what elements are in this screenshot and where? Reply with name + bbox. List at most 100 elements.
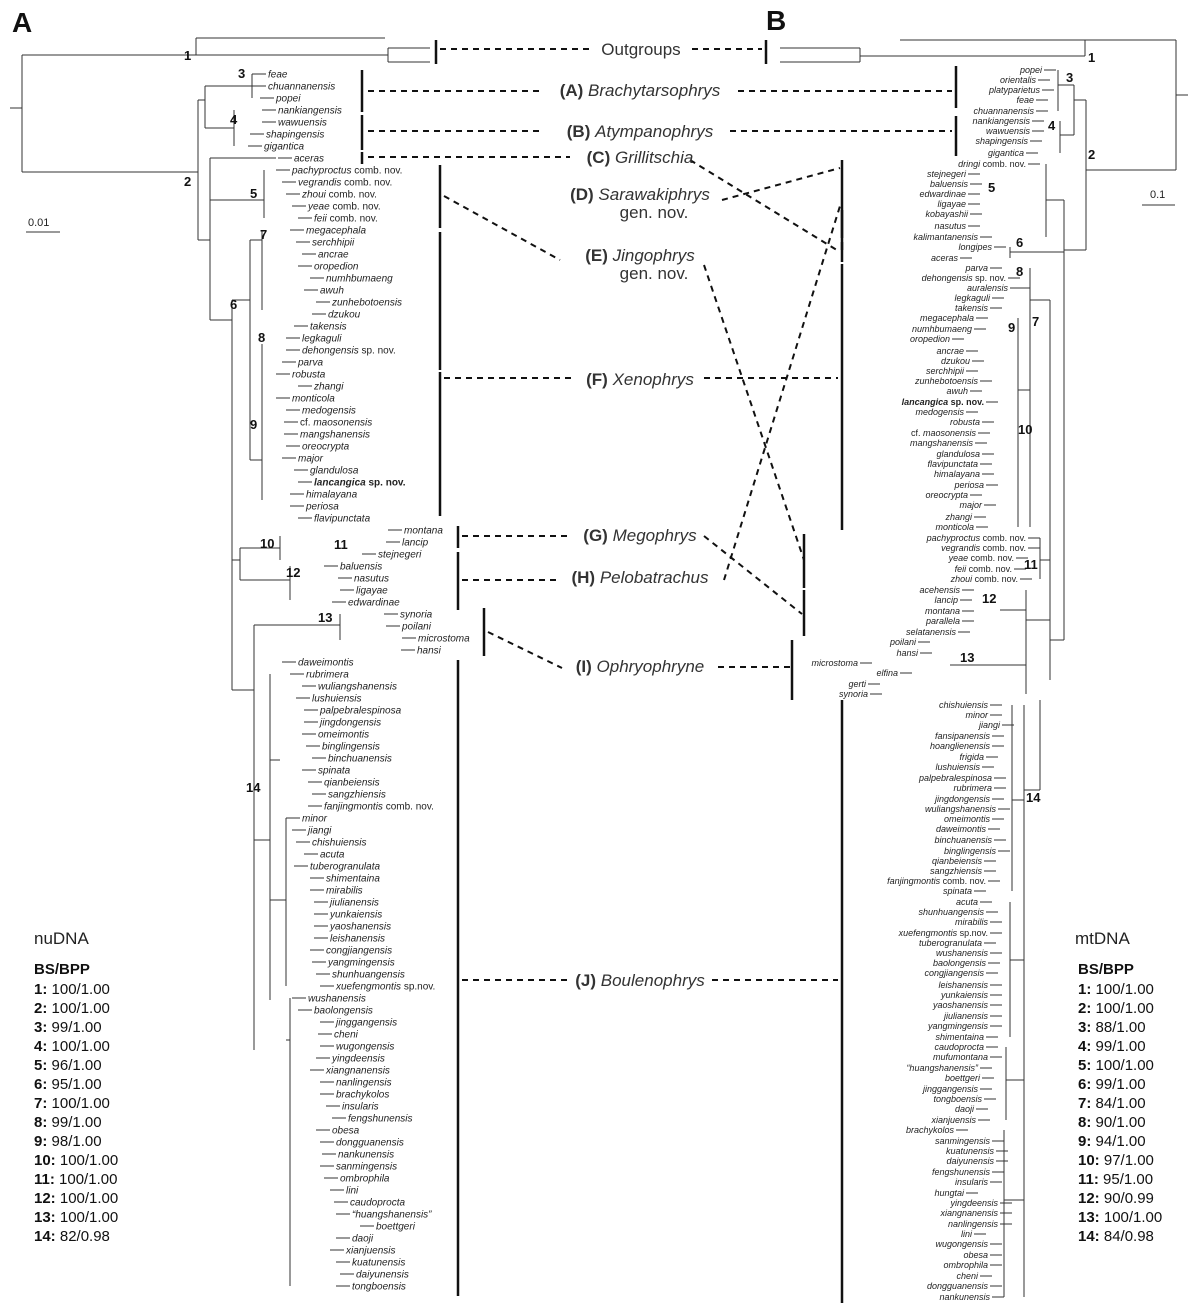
taxon-label: awuh <box>946 386 968 396</box>
taxon-label: shimentaina <box>935 1032 984 1042</box>
taxon-label: periosa <box>305 502 339 513</box>
taxon-label: acuta <box>320 850 345 861</box>
taxon-label: rubrimera <box>953 783 992 793</box>
taxon-label: yaoshanensis <box>932 1000 989 1010</box>
legend-row: 14: 84/0.98 <box>1078 1228 1154 1245</box>
taxon-label: yangmingensis <box>327 958 395 969</box>
taxon-label: vegrandis comb. nov. <box>298 178 392 189</box>
taxon-label: palpebralespinosa <box>918 773 992 783</box>
taxon-label: megacephala <box>306 226 366 237</box>
clade-label: (G) Megophrys <box>583 526 697 545</box>
taxon-label: wugongensis <box>935 1239 988 1249</box>
legend-value: 98/1.00 <box>47 1133 101 1150</box>
legend-value: 100/1.00 <box>1091 1057 1154 1074</box>
legend-row: 10: 97/1.00 <box>1078 1152 1154 1169</box>
taxon-label: himalayana <box>306 490 358 501</box>
legend-left-header: BS/BPP <box>34 961 90 978</box>
taxon-label: yeae comb. nov. <box>307 202 381 213</box>
legend-value: 94/1.00 <box>1091 1133 1145 1150</box>
legend-row: 2: 100/1.00 <box>1078 1000 1154 1017</box>
taxon-label: xuefengmontis sp.nov. <box>898 928 988 938</box>
taxon-label: parva <box>297 358 323 369</box>
legend-row: 4: 100/1.00 <box>34 1038 110 1055</box>
node-label: 7 <box>1032 314 1039 329</box>
taxon-label: lushuiensis <box>312 694 361 705</box>
taxon-label: hansi <box>896 648 919 658</box>
taxon-label: nasutus <box>934 221 966 231</box>
taxon-label: sangzhiensis <box>328 790 386 801</box>
taxon-label: hansi <box>417 646 442 657</box>
taxon-label: fansipanensis <box>935 731 991 741</box>
node-label: 12 <box>286 565 300 580</box>
taxon-label: synoria <box>839 689 868 699</box>
clade-sublabel: gen. nov. <box>620 203 689 222</box>
taxon-label: sanmingensis <box>336 1162 397 1173</box>
taxon-label: zhoui comb. nov. <box>950 574 1018 584</box>
taxon-label: auralensis <box>967 283 1009 293</box>
taxon-label: feae <box>1016 95 1034 105</box>
node-label: 8 <box>258 330 265 345</box>
node-label: 4 <box>1048 118 1056 133</box>
legend-right-title: mtDNA <box>1075 929 1130 948</box>
taxon-label: monticola <box>935 522 974 532</box>
clade-name: Ophryophryne <box>597 657 705 676</box>
legend-value: 99/1.00 <box>47 1019 101 1036</box>
clade-name: Sarawakiphrys <box>598 185 710 204</box>
legend-value: 84/1.00 <box>1091 1095 1145 1112</box>
legend-row: 1: 100/1.00 <box>1078 981 1154 998</box>
taxon-label: chuannanensis <box>973 106 1034 116</box>
node-label: 12 <box>982 591 996 606</box>
connector-line <box>723 205 841 581</box>
taxon-label: mufumontana <box>933 1052 988 1062</box>
node-label: 11 <box>334 537 348 552</box>
legend-node: 10: <box>1078 1152 1100 1169</box>
taxon-label: shunhuangensis <box>918 907 984 917</box>
taxon-label: cf. maosonensis <box>911 428 977 438</box>
taxon-label: qianbeiensis <box>932 856 983 866</box>
taxon-label: awuh <box>320 286 344 297</box>
taxon-label: oreocrypta <box>302 442 350 453</box>
taxon-label: congjiangensis <box>326 946 392 957</box>
legend-value: 95/1.00 <box>1099 1171 1153 1188</box>
taxon-label: obesa <box>963 1250 988 1260</box>
legend-value: 100/1.00 <box>56 1190 119 1207</box>
dashed-connectors <box>368 48 952 981</box>
taxon-label: xuefengmontis sp.nov. <box>335 982 435 993</box>
taxon-label: nasutus <box>354 574 389 585</box>
taxon-label: baolongensis <box>314 1006 373 1017</box>
legend-value: 100/1.00 <box>1100 1209 1163 1226</box>
taxon-label: parallela <box>925 616 960 626</box>
taxon-label: tongboensis <box>933 1094 982 1104</box>
taxon-label: daweimontis <box>936 824 987 834</box>
legend-value: 90/1.00 <box>1091 1114 1145 1131</box>
taxon-label: dehongensis sp. nov. <box>922 273 1006 283</box>
node-label: 3 <box>238 66 245 81</box>
node-label: 5 <box>250 186 257 201</box>
taxon-label: elfina <box>876 668 898 678</box>
taxon-label: jiangi <box>306 826 332 837</box>
taxon-label: wugongensis <box>336 1042 394 1053</box>
node-label: 11 <box>1024 557 1038 572</box>
taxon-label: legkaguli <box>302 334 342 345</box>
legend-value: 90/0.99 <box>1100 1190 1154 1207</box>
legend-node: 4: <box>34 1038 47 1055</box>
taxon-label: kalimantanensis <box>913 232 978 242</box>
clade-label: (B) Atympanophrys <box>567 122 714 141</box>
taxon-label: caudoprocta <box>934 1042 984 1052</box>
legend-row: 5: 100/1.00 <box>1078 1057 1154 1074</box>
taxon-label: ligayae <box>356 586 388 597</box>
taxon-label: nanlingensis <box>336 1078 392 1089</box>
taxon-label: frigida <box>959 752 984 762</box>
clade-name: Jingophrys <box>612 246 696 265</box>
taxon-label: wawuensis <box>278 118 327 129</box>
legend-node: 13: <box>34 1209 56 1226</box>
legend-node: 14: <box>34 1228 56 1245</box>
taxon-label: dongguanensis <box>336 1138 404 1149</box>
taxon-label: yunkaiensis <box>329 910 382 921</box>
connector-line <box>487 631 563 669</box>
clade-letter: (H) <box>571 568 595 587</box>
clade-label: (D) Sarawakiphrys <box>570 185 710 204</box>
legend-row: 7: 100/1.00 <box>34 1095 110 1112</box>
taxon-label: edwardinae <box>348 598 400 609</box>
taxon-label: nankunensis <box>939 1292 990 1302</box>
